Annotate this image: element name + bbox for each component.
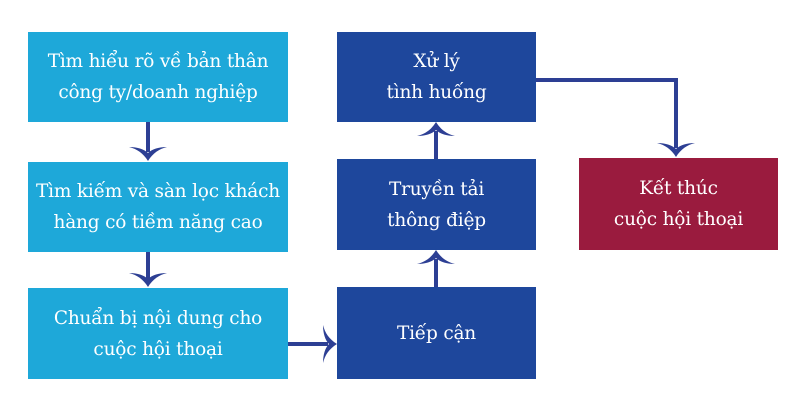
- arrow-down-icon: [129, 252, 167, 287]
- step-2-line-2: hàng có tiềm năng cao: [53, 212, 263, 233]
- step-1-research-company: Tìm hiểu rõ về bản thân công ty/doanh ng…: [28, 32, 288, 122]
- arrow-right-icon: [288, 325, 337, 363]
- step-7-line-2: cuộc hội thoại: [613, 209, 744, 230]
- step-2-line-1: Tìm kiếm và sàn lọc khách: [35, 181, 281, 202]
- step-1-line-2: công ty/doanh nghiệp: [58, 82, 258, 103]
- step-5-line-1: Truyền tải: [388, 178, 485, 200]
- step-3-line-1: Chuẩn bị nội dung cho: [53, 307, 263, 329]
- step-6-handle-situations: Xử lý tình huống: [337, 32, 536, 122]
- step-4-line-1: Tiếp cận: [396, 322, 477, 344]
- step-5-deliver-message: Truyền tải thông điệp: [337, 159, 536, 250]
- step-6-line-1: Xử lý: [413, 51, 460, 72]
- step-7-line-1: Kết thúc: [639, 178, 718, 199]
- step-1-line-1: Tìm hiểu rõ về bản thân: [47, 51, 269, 72]
- arrow-down-icon: [129, 122, 167, 161]
- step-7-end-conversation: Kết thúc cuộc hội thoại: [579, 158, 778, 250]
- step-3-line-2: cuộc hội thoại: [93, 338, 223, 360]
- step-2-find-customers: Tìm kiếm và sàn lọc khách hàng có tiềm n…: [28, 162, 288, 252]
- step-3-prepare-content: Chuẩn bị nội dung cho cuộc hội thoại: [28, 288, 288, 379]
- arrow-up-icon: [417, 250, 455, 287]
- step-5-line-2: thông điệp: [387, 209, 486, 231]
- arrow-up-icon: [417, 122, 455, 159]
- step-4-approach: Tiếp cận: [337, 287, 536, 379]
- arrow-elbow-down-icon: [536, 78, 695, 157]
- step-6-line-2: tình huống: [386, 82, 487, 103]
